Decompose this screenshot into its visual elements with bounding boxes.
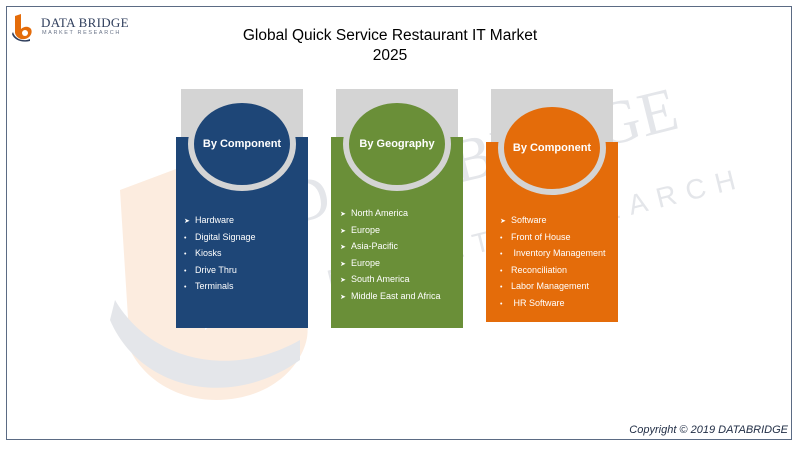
arrowhead-right-icon: ➤	[340, 277, 346, 284]
arrowhead-right-icon: •	[500, 234, 503, 242]
arrowhead-right-icon: •	[184, 267, 187, 275]
arrowhead-right-icon: ➤	[340, 293, 346, 301]
list-item: •Labor Management	[500, 278, 606, 295]
arrowhead-right-icon: ➤	[340, 227, 346, 235]
arrowhead-right-icon: ➤	[340, 260, 346, 268]
brand-tagline: MARKET RESEARCH	[42, 30, 121, 36]
logo-mark-icon	[12, 14, 32, 42]
list-item: •Terminals	[184, 278, 256, 295]
page-frame	[6, 6, 792, 440]
column-item-list: ➤Hardware •Digital Signage •Kiosks •Driv…	[184, 212, 256, 295]
arrowhead-right-icon: •	[500, 284, 503, 291]
copyright-notice: Copyright © 2019 DATABRIDGE	[629, 424, 788, 436]
column-heading: By Geography	[359, 138, 435, 150]
list-item: ➤South America	[340, 271, 441, 288]
list-item: ➤North America	[340, 205, 441, 222]
title-line-2: 2025	[372, 47, 408, 64]
list-item: •Front of House	[500, 229, 606, 246]
arrowhead-right-icon: ➤	[340, 244, 346, 251]
list-item: •Drive Thru	[184, 262, 256, 279]
page-title: Global Quick Service Restaurant IT Marke…	[220, 26, 560, 66]
list-item: ➤Middle East and Africa	[340, 288, 441, 305]
column-item-list: ➤Software •Front of House • Inventory Ma…	[500, 212, 606, 311]
column-heading-circle: By Component	[188, 97, 296, 191]
arrowhead-right-icon: •	[184, 251, 187, 258]
title-line-1: Global Quick Service Restaurant IT Marke…	[242, 27, 538, 44]
arrowhead-right-icon: •	[500, 300, 503, 308]
arrowhead-right-icon: ➤	[340, 211, 346, 218]
list-item: •Kiosks	[184, 245, 256, 262]
list-item: ➤Software	[500, 212, 606, 229]
arrowhead-right-icon: •	[500, 251, 503, 258]
column-heading-circle: By Component	[498, 101, 606, 195]
column-item-list: ➤North America ➤Europe ➤Asia-Pacific ➤Eu…	[340, 205, 441, 304]
list-item: ➤Europe	[340, 222, 441, 239]
list-item: •Digital Signage	[184, 229, 256, 246]
list-item: ➤Asia-Pacific	[340, 238, 441, 255]
brand-name: DATA BRIDGE	[41, 15, 129, 30]
arrowhead-right-icon: •	[184, 234, 187, 242]
arrowhead-right-icon: •	[184, 284, 187, 291]
list-item: ➤Hardware	[184, 212, 256, 229]
column-heading: By Component	[202, 138, 282, 150]
arrowhead-right-icon: ➤	[184, 218, 190, 225]
list-item: •Reconciliation	[500, 262, 606, 279]
column-heading: By Component	[512, 142, 592, 154]
list-item: • HR Software	[500, 295, 606, 312]
list-item: • Inventory Management	[500, 245, 606, 262]
brand-logo: DATA BRIDGE MARKET RESEARCH	[12, 12, 129, 42]
arrowhead-right-icon: •	[500, 267, 503, 275]
column-heading-circle: By Geography	[343, 97, 451, 191]
arrowhead-right-icon: ➤	[500, 218, 506, 225]
list-item: ➤Europe	[340, 255, 441, 272]
